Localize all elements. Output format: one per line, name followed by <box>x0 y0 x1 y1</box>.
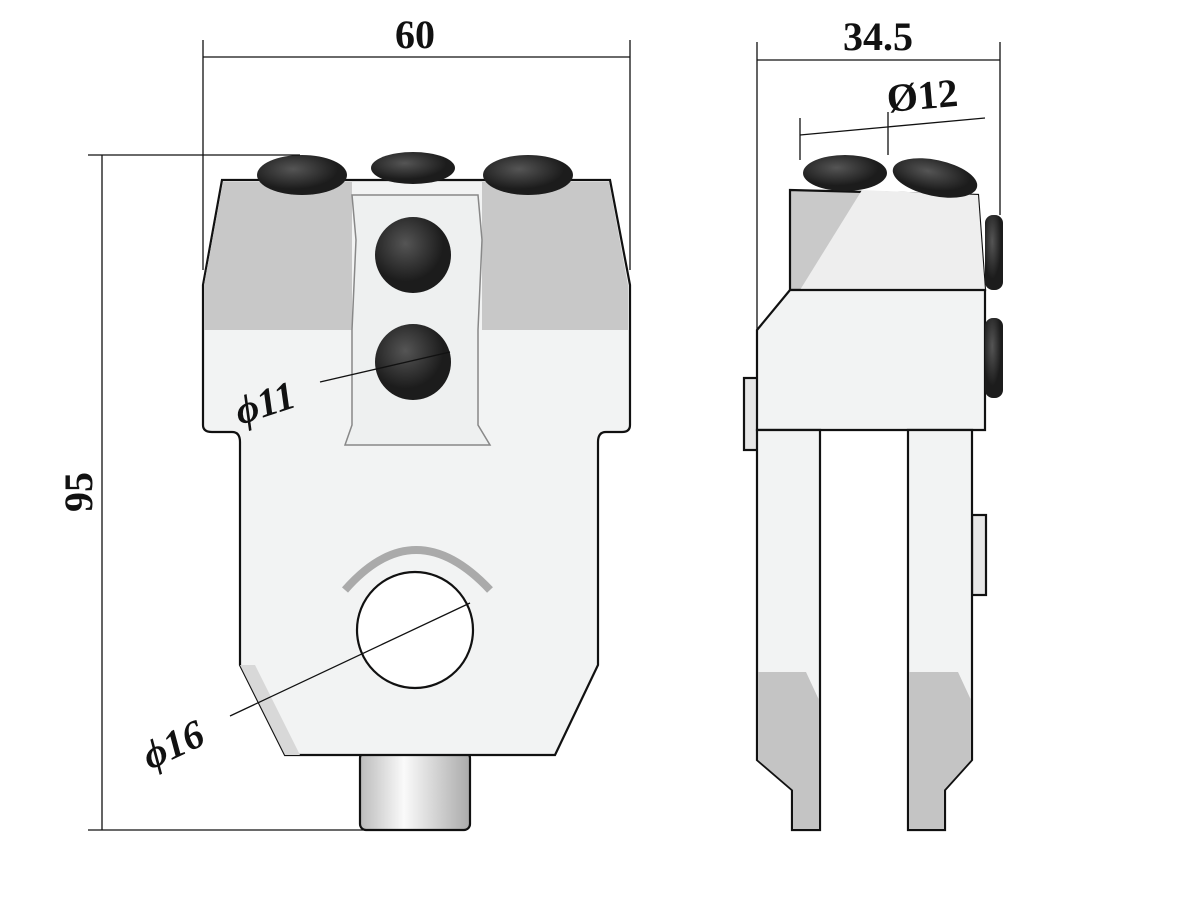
depth-label: 34.5 <box>843 14 913 59</box>
large-hole-label: ϕ16 <box>135 711 211 778</box>
dimension-width: 60 <box>202 12 631 270</box>
top-shade-left <box>204 182 352 330</box>
top-button-left <box>257 155 347 195</box>
lower-round-button <box>375 324 451 400</box>
width-label: 60 <box>395 12 435 57</box>
side-button-face-lower <box>985 318 1003 398</box>
height-label: 95 <box>56 472 101 512</box>
side-button-face-upper <box>985 215 1003 290</box>
side-button-left <box>803 155 887 191</box>
side-leg-right-shade <box>909 672 971 829</box>
large-hole <box>355 570 475 690</box>
top-button-right <box>483 155 573 195</box>
side-view <box>742 155 1003 832</box>
dimension-depth: 34.5 <box>756 14 1001 330</box>
button-diameter-label: Ø12 <box>885 70 960 121</box>
lower-taper-shade <box>240 665 300 755</box>
top-shade-right <box>482 182 628 330</box>
side-leg-left-shade <box>758 672 819 829</box>
front-view <box>201 152 632 832</box>
dimension-button-diameter: Ø12 <box>799 70 986 160</box>
hole-arc <box>341 546 493 593</box>
side-body <box>755 288 987 432</box>
top-button-center <box>371 152 455 184</box>
upper-round-button <box>375 217 451 293</box>
side-slope <box>800 190 985 290</box>
side-tab-right <box>970 513 988 597</box>
dimension-height: 95 <box>56 154 365 831</box>
stem <box>358 750 472 832</box>
side-button-right <box>892 158 978 198</box>
